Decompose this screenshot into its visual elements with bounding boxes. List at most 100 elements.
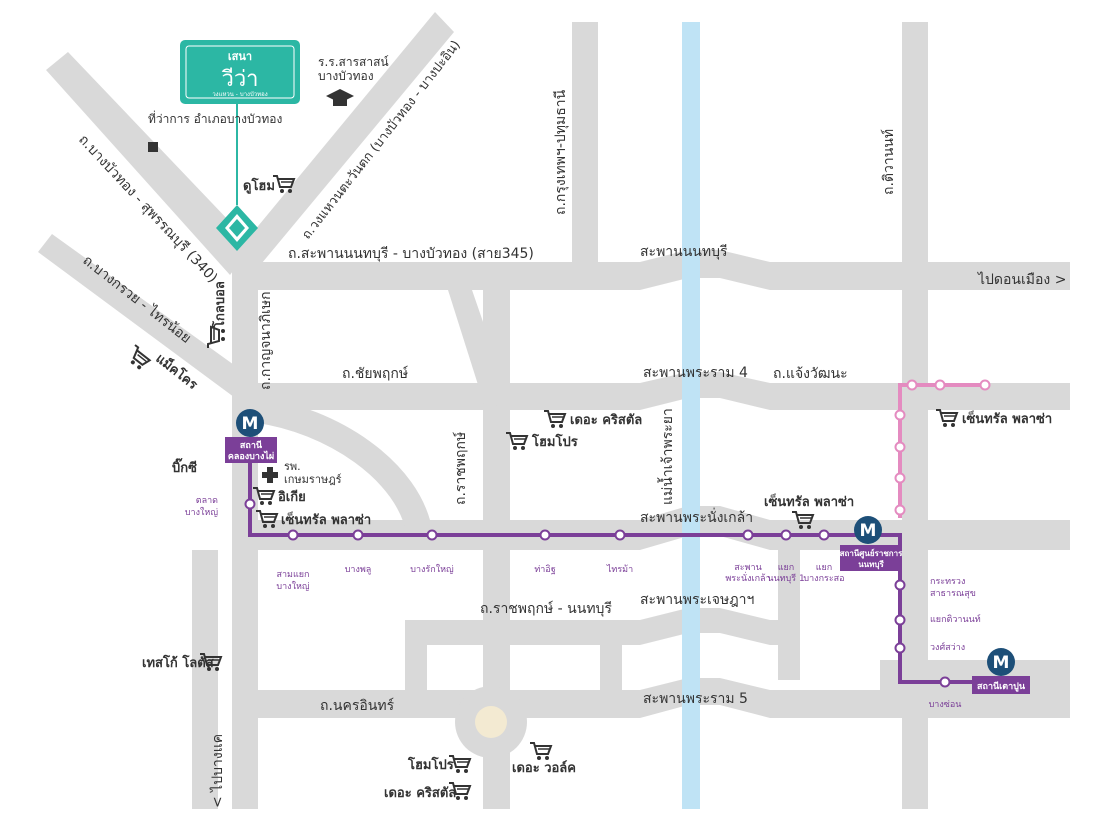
bridge-label-rama4: สะพานพระราม 4 <box>643 365 748 381</box>
road-label-chaengwattana: ถ.แจ้งวัฒนะ <box>773 366 848 382</box>
station-bangrakyai: บางรักใหญ่ <box>410 564 454 575</box>
bridge-label-rama5: สะพานพระราม 5 <box>643 691 748 707</box>
cart-icon <box>529 742 552 761</box>
road-label-345: ถ.สะพานนนทบุรี - บางบัวทอง (สาย345) <box>288 246 534 262</box>
station-nonthaburi1-line-1: แยก <box>778 563 795 573</box>
road-east-link <box>778 550 800 680</box>
station-dot <box>894 472 906 484</box>
station-dot <box>894 642 906 654</box>
station-phranangklao-line-1: สะพาน <box>734 563 761 573</box>
store-central-west: เซ็นทรัล พลาซ่า <box>281 510 371 528</box>
station-dot <box>780 529 792 541</box>
station-talat-line-2: บางใหญ่ <box>185 507 218 518</box>
bridge-label-phranangklao: สะพานพระนั่งเกล้า <box>640 508 753 526</box>
store-central-east: เซ็นทรัล พลาซ่า <box>764 492 854 510</box>
chao-phraya-river <box>682 22 700 809</box>
station-bangkraso-line-1: แยก <box>816 563 833 573</box>
station-dot <box>742 529 754 541</box>
road-label-tiwanon: ถ.ติวานนท์ <box>880 129 897 195</box>
road-sw-link <box>405 645 427 690</box>
amphoe-icon <box>148 142 158 152</box>
station-dot <box>939 676 951 688</box>
road-345 <box>232 250 1070 290</box>
terminal-center-box <box>840 545 902 571</box>
store-bigc: บิ๊กซี <box>172 458 197 476</box>
terminal-west-box <box>225 437 277 463</box>
road-label-nakhon-in: ถ.นครอินทร์ <box>320 697 395 714</box>
cart-icon <box>207 326 226 349</box>
station-dot <box>426 529 438 541</box>
project-location-marker <box>216 205 258 251</box>
hospital-cross-icon <box>262 467 278 483</box>
terminal-east-label: สถานีเตาปูน <box>977 681 1026 692</box>
road-chaiyaphruek <box>232 372 1070 410</box>
amphoe-label: ที่ว่าการ อำเภอบางบัวทอง <box>148 110 282 126</box>
brand-logo-box <box>180 40 300 104</box>
station-bangkraso-line-2: บางกระสอ <box>803 574 844 584</box>
bridge-label-nonthaburi: สะพานนนทบุรี <box>640 244 728 260</box>
road-label-kanchanaphisek: ถ.กาญจนาภิเษก <box>258 291 274 390</box>
brand-logo: เสนา วีว่า วงแหวน - บางบัวทอง <box>180 40 300 104</box>
metro-icon: M <box>236 409 264 437</box>
station-samyaek-line-2: บางใหญ่ <box>276 581 309 592</box>
station-dot <box>894 441 906 453</box>
store-global: โกลบอล <box>211 281 228 329</box>
station-talat-line-1: ตลาด <box>196 496 218 506</box>
road-label-chaiyaphruek: ถ.ชัยพฤกษ์ <box>342 365 408 382</box>
station-dot <box>539 529 551 541</box>
station-saima: ไทรม้า <box>606 564 633 575</box>
station-nonthaburi1-line-2: นนทบุรี 1 <box>767 573 804 584</box>
metro-icon: M <box>987 648 1015 676</box>
station-wongsawang: วงศ์สว่าง <box>930 641 965 653</box>
svg-text:M: M <box>993 653 1010 673</box>
road-label-bangkok-pathum: ถ.กรุงเทพฯ-ปทุมธานี <box>553 89 569 215</box>
direction-bang-khae: < ไปบางแค <box>209 734 226 808</box>
direction-don-mueang: ไปดอนเมือง > <box>977 271 1066 288</box>
road-340 <box>46 52 252 275</box>
pink-line-stations <box>894 379 991 516</box>
metro-icon: M <box>854 516 882 544</box>
graduation-cap-icon <box>326 89 354 106</box>
station-dot <box>894 614 906 626</box>
cart-icon <box>543 410 566 429</box>
road-south-link <box>600 645 622 690</box>
station-dot <box>818 529 830 541</box>
terminal-west-line-1: สถานี <box>240 440 263 451</box>
station-ministry-line-1: กระทรวง <box>930 577 965 587</box>
road-ratchaphruek-diag <box>448 290 510 410</box>
road-kanchanaphisek-lower <box>192 550 218 809</box>
road-nakhon-in <box>232 678 1070 718</box>
station-dot <box>934 379 946 391</box>
station-dot <box>614 529 626 541</box>
station-dot <box>244 498 256 510</box>
brand-line-3: วงแหวน - บางบัวทอง <box>212 91 267 98</box>
brand-line-2: วีว่า <box>221 67 259 92</box>
store-central-ne: เซ็นทรัล พลาซ่า <box>962 409 1052 427</box>
station-samyaek-line-1: สามแยก <box>276 570 309 580</box>
station-dot <box>894 409 906 421</box>
store-ikea: อิเกีย <box>278 489 306 505</box>
hospital-label-line-1: รพ. <box>284 460 301 473</box>
station-dot <box>287 529 299 541</box>
cart-icon <box>123 344 153 373</box>
brand-line-1: เสนา <box>228 50 252 63</box>
store-homepro-mid: โฮมโปร <box>531 433 578 450</box>
store-crystal-south: เดอะ คริสตัล <box>384 786 456 801</box>
station-ministry-line-2: สาธารณสุข <box>930 589 976 599</box>
station-dot <box>352 529 364 541</box>
station-dot <box>979 379 991 391</box>
school-label-line-2: บางบัวทอง <box>318 69 374 83</box>
road-ring-west <box>230 12 454 275</box>
terminal-west-line-2: คลองบางไผ่ <box>228 450 274 462</box>
station-thait: ท่าอิฐ <box>534 564 555 575</box>
cart-icon <box>272 175 295 194</box>
terminal-center-line-2: นนทบุรี <box>858 559 884 570</box>
terminal-east-box <box>972 676 1030 694</box>
road-curve-west <box>256 397 433 538</box>
road-tiwanon <box>902 22 928 809</box>
river-label: แม่น้ำเจ้าพระยา <box>657 408 676 505</box>
store-dohome: ดูโฮม <box>243 177 275 194</box>
station-dot <box>894 504 906 516</box>
station-bangphlu: บางพลู <box>345 565 372 575</box>
